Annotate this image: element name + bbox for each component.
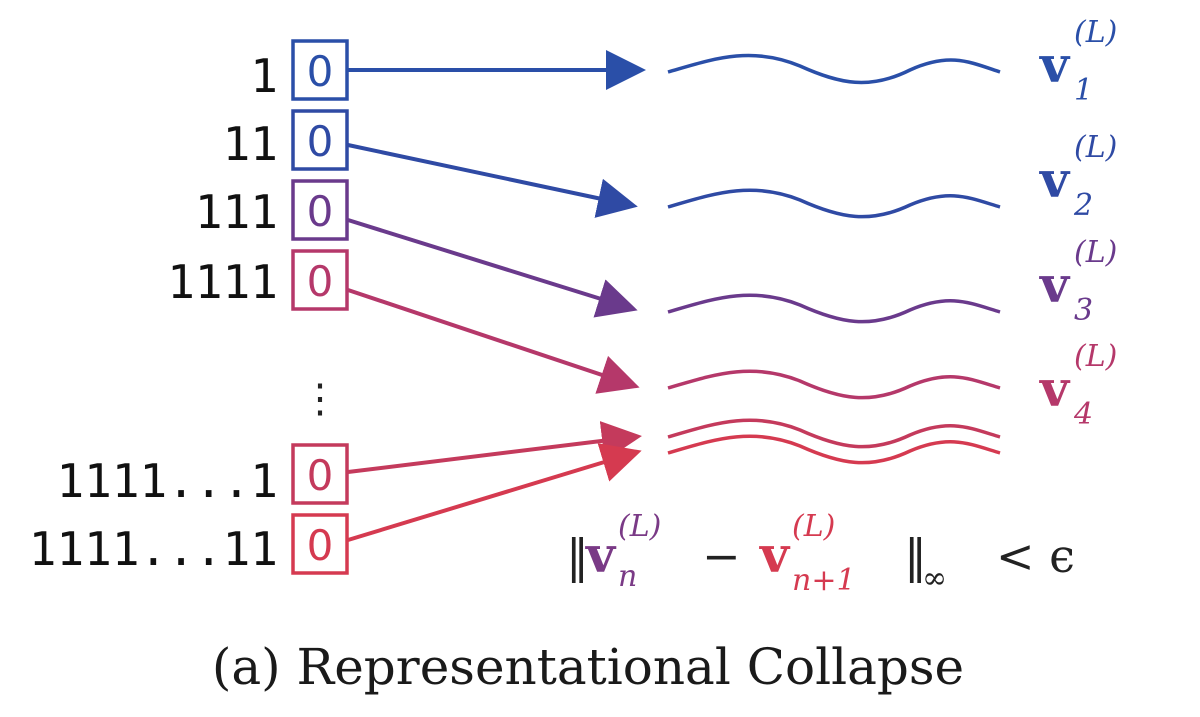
representation-wave-1 <box>667 53 1001 85</box>
vector-label-3: v 3 (L) <box>1039 235 1117 328</box>
token-box-6 <box>291 513 349 575</box>
svg-text:v: v <box>1039 150 1071 209</box>
svg-text:∞: ∞ <box>922 561 947 596</box>
svg-text:(L): (L) <box>792 509 835 544</box>
svg-text:−: − <box>702 529 741 583</box>
sequence-label-3: 111 <box>195 185 278 239</box>
representation-wave-4 <box>667 369 1001 400</box>
token-2: 0 <box>307 117 334 166</box>
representation-wave-2 <box>667 188 1001 219</box>
svg-text:(L): (L) <box>1074 15 1117 50</box>
representation-wave-6 <box>667 434 1001 465</box>
svg-text:n: n <box>618 559 637 594</box>
token-box-2 <box>291 109 349 171</box>
token-4: 0 <box>307 257 334 306</box>
arrow-4 <box>347 288 640 394</box>
svg-text:(L): (L) <box>618 509 661 544</box>
token-6: 0 <box>307 521 334 570</box>
svg-text:4: 4 <box>1073 397 1093 432</box>
svg-text:v: v <box>1039 35 1071 94</box>
vertical-ellipsis: ⋮ <box>300 376 340 422</box>
svg-text:(L): (L) <box>1074 130 1117 165</box>
token-box-4 <box>291 249 349 311</box>
sequence-label-5: 1111...1 <box>56 454 278 508</box>
token-1: 0 <box>307 47 334 96</box>
representation-wave-3 <box>667 293 1001 324</box>
figure-caption: (a) Representational Collapse <box>212 638 964 696</box>
representation-wave-5 <box>667 418 1001 449</box>
svg-text:v: v <box>585 525 617 584</box>
token-box-3 <box>291 179 349 241</box>
svg-text:v: v <box>1039 255 1071 314</box>
token-box-1 <box>291 39 349 101</box>
vector-label-2: v 2 (L) <box>1039 130 1117 223</box>
svg-text:v: v <box>759 525 791 584</box>
arrow-3 <box>347 218 638 318</box>
token-3: 0 <box>307 187 334 236</box>
token-5: 0 <box>307 451 334 500</box>
svg-text:(L): (L) <box>1074 235 1117 270</box>
sequence-label-2: 11 <box>223 117 278 171</box>
svg-text:1: 1 <box>1074 73 1093 108</box>
token-box-5 <box>291 443 349 505</box>
svg-text:n+1: n+1 <box>792 563 856 598</box>
sequence-label-4: 1111 <box>167 255 278 309</box>
svg-text:3: 3 <box>1074 293 1093 328</box>
svg-text:v: v <box>1039 359 1071 418</box>
svg-text:< ϵ: < ϵ <box>996 529 1075 583</box>
collapse-formula: ‖ v n (L) − v n+1 (L) ‖ ∞ < ϵ <box>566 509 1075 598</box>
vector-label-4: v 4 (L) <box>1039 339 1117 432</box>
svg-text:‖: ‖ <box>566 529 589 583</box>
svg-text:(L): (L) <box>1074 339 1117 374</box>
arrow-6 <box>347 443 642 542</box>
svg-text:‖: ‖ <box>904 529 927 583</box>
vector-label-1: v 1 (L) <box>1039 15 1117 108</box>
sequence-label-6: 1111...11 <box>29 522 278 576</box>
svg-text:2: 2 <box>1073 188 1093 223</box>
arrow-2 <box>347 143 638 218</box>
sequence-label-1: 1 <box>250 49 278 103</box>
arrow-5 <box>347 421 642 474</box>
